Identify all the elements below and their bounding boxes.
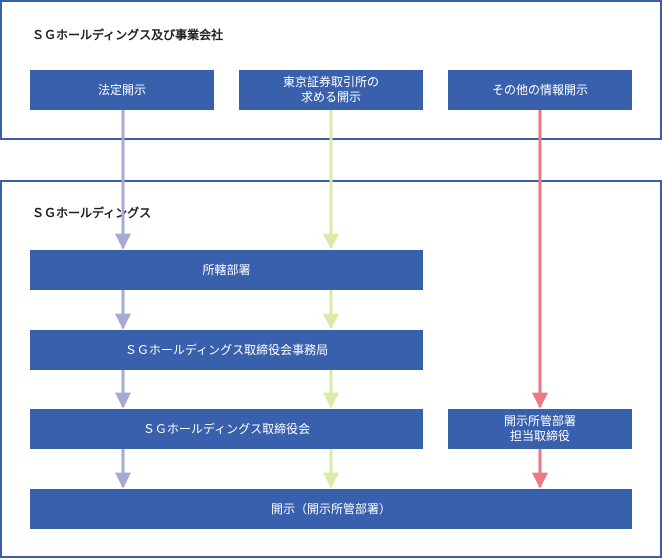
board-of-directors-box: ＳＧホールディングス取締役会 xyxy=(30,409,423,449)
other-disclosure-label: その他の情報開示 xyxy=(491,82,588,97)
officer-line-2: 担当取締役 xyxy=(509,429,570,443)
responsible-dept-label: 所轄部署 xyxy=(202,262,251,277)
disclosure-label: 開示（開示所管部署） xyxy=(270,501,391,516)
officer-line-1: 開示所管部署 xyxy=(503,414,576,428)
tse-disclosure-box: 東京証券取引所の 求める開示 xyxy=(239,70,423,110)
legal-disclosure-box: 法定開示 xyxy=(30,70,214,110)
responsible-dept-box: 所轄部署 xyxy=(30,250,423,290)
board-of-directors-label: ＳＧホールディングス取締役会 xyxy=(142,421,311,436)
tse-disclosure-line-1: 東京証券取引所の xyxy=(282,75,379,89)
legal-disclosure-label: 法定開示 xyxy=(97,82,146,97)
disclosure-box: 開示（開示所管部署） xyxy=(30,489,632,529)
board-secretariat-label: ＳＧホールディングス取締役会事務局 xyxy=(124,342,329,357)
other-disclosure-box: その他の情報開示 xyxy=(448,70,632,110)
officer-in-charge-box: 開示所管部署 担当取締役 xyxy=(448,409,632,449)
bottom-frame-title: ＳＧホールディングス xyxy=(32,206,152,220)
top-frame-title: ＳＧホールディングス及び事業会社 xyxy=(32,28,224,42)
tse-disclosure-line-2: 求める開示 xyxy=(300,90,361,104)
board-secretariat-box: ＳＧホールディングス取締役会事務局 xyxy=(30,330,423,370)
